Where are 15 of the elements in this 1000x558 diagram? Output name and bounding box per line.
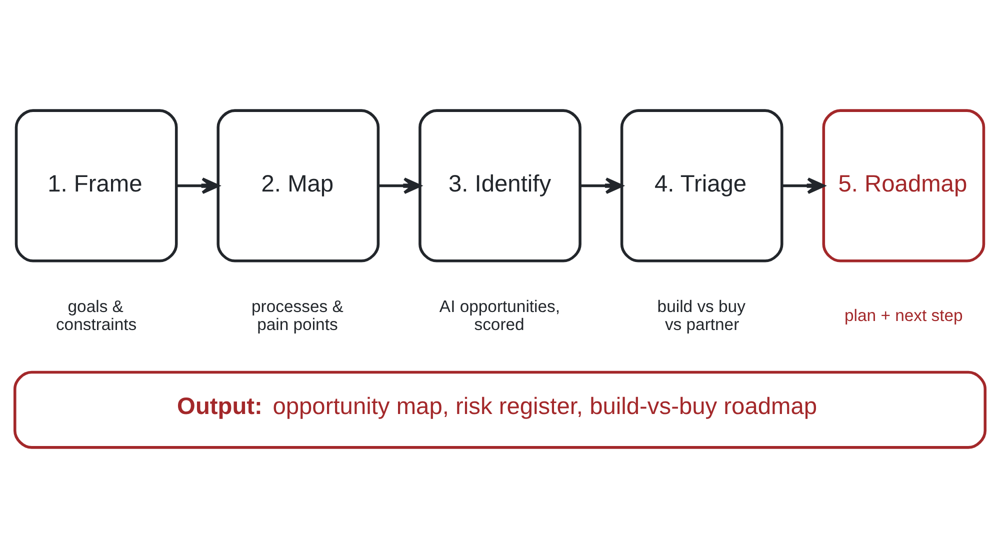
node-box: 1. Frame: [14, 109, 178, 262]
arrow: [176, 177, 220, 194]
arrow: [378, 177, 422, 194]
arrow: [782, 177, 825, 194]
node-label: goals & constraints: [56, 296, 137, 334]
arrow: [580, 177, 624, 194]
node-label: AI opportunities, scored: [439, 296, 560, 334]
node-box: 4. Triage: [620, 109, 784, 262]
node-box: 3. Identify: [418, 109, 582, 262]
node-label: build vs buy vs partner: [657, 296, 746, 334]
node-label: processes & pain points: [252, 296, 344, 334]
node-box: 5. Roadmap: [822, 109, 986, 262]
node-box: 2. Map: [216, 109, 380, 262]
node-label: plan + next step: [844, 306, 963, 325]
node-box: Output: opportunity map, risk register, build-vs-buy roadmap: [14, 370, 986, 449]
